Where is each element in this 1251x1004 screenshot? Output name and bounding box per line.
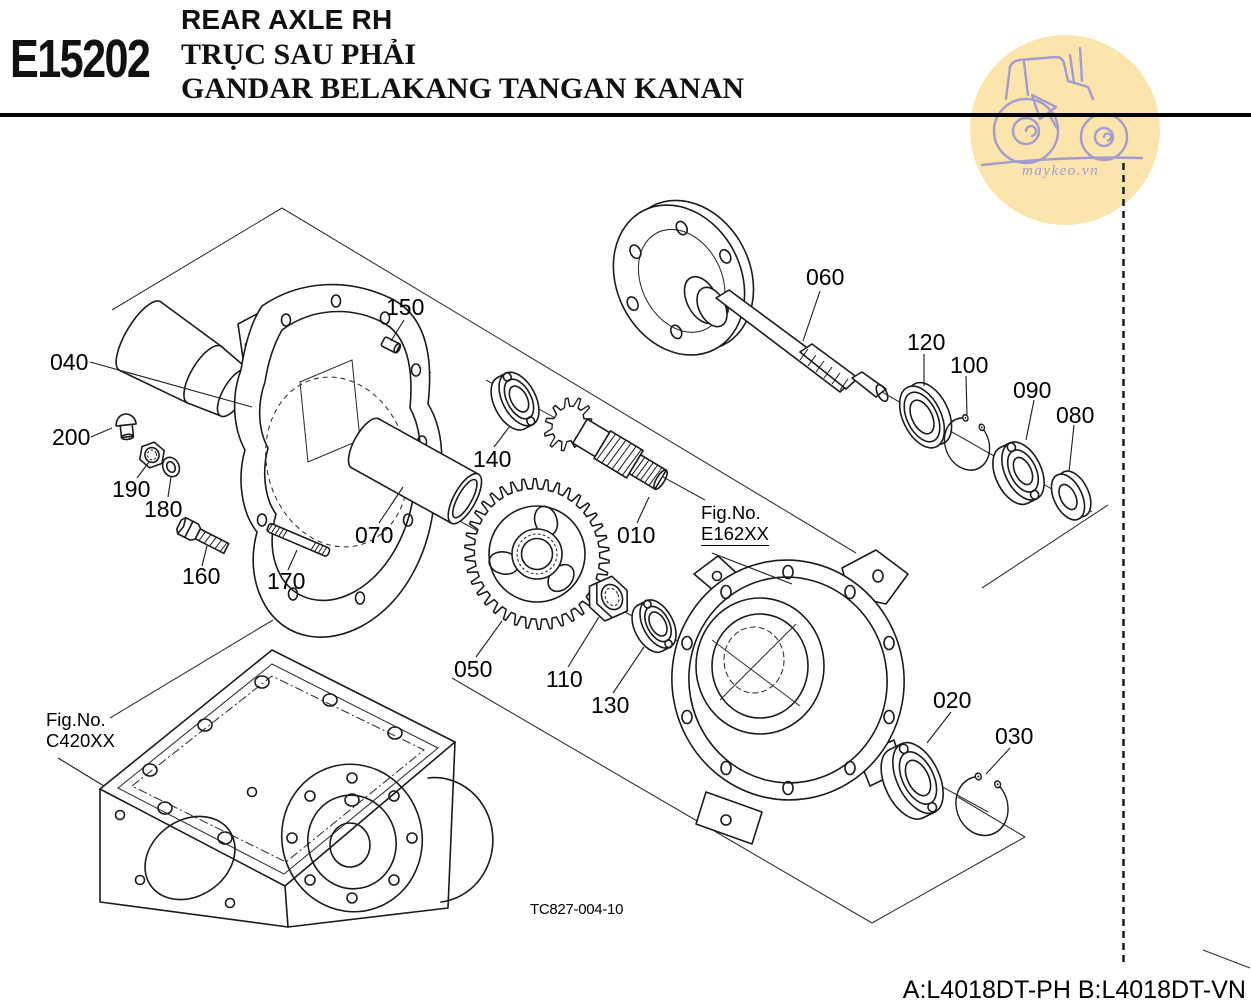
title-english: REAR AXLE RH	[181, 4, 393, 35]
watermark-text: maykeo.vn	[1022, 163, 1100, 179]
stud-170-drawing	[266, 522, 331, 557]
bearing-090-drawing	[992, 441, 1045, 506]
nut-110-drawing	[588, 575, 629, 622]
washer-180-drawing	[161, 456, 181, 478]
title-vietnamese: TRỤC SAU PHẢI	[181, 38, 417, 71]
iso-boundary-lines	[109, 207, 1251, 969]
header-rule	[0, 113, 1251, 117]
axle-housing-drawing	[115, 283, 443, 638]
figref-c420xx: Fig.No. C420XX	[46, 709, 115, 751]
nut-190-drawing	[138, 441, 166, 469]
callout-leader-lines	[57, 290, 1075, 787]
transmission-case-drawing	[99, 649, 494, 928]
figure-code: E15202	[10, 29, 151, 89]
bearing-case-drawing	[671, 549, 909, 845]
figref-e162xx: Fig.No. E162XX	[701, 502, 769, 546]
bearing-020-drawing	[880, 741, 944, 820]
figref-label: Fig.No.	[701, 502, 761, 523]
collar-070-drawing	[347, 417, 483, 525]
title-indonesian: GANDAR BELAKANG TANGAN KANAN	[181, 72, 745, 105]
pinion-shaft-drawing	[543, 397, 668, 491]
bearing-140-drawing	[490, 371, 540, 431]
snap-ring-030-drawing	[955, 772, 1009, 837]
snap-ring-100-drawing	[943, 414, 991, 471]
seal-120-drawing	[898, 381, 953, 449]
drawing-number: TC827-004-10	[530, 901, 624, 918]
bolt-160-drawing	[176, 516, 230, 555]
axle-shaft-drawing	[612, 199, 889, 403]
pinion-teeth-path	[543, 397, 593, 452]
figref-code: C420XX	[46, 730, 115, 751]
plug-200-drawing	[115, 413, 137, 441]
pin-150-drawing	[380, 336, 402, 354]
figref-code: E162XX	[701, 523, 769, 546]
model-applicability: A:L4018DT-PH B:L4018DT-VN	[902, 976, 1246, 1004]
bearing-130-drawing	[631, 599, 677, 654]
seal-080-drawing	[1050, 470, 1092, 521]
figref-label: Fig.No.	[46, 709, 106, 730]
gear-050-drawing	[464, 477, 610, 631]
